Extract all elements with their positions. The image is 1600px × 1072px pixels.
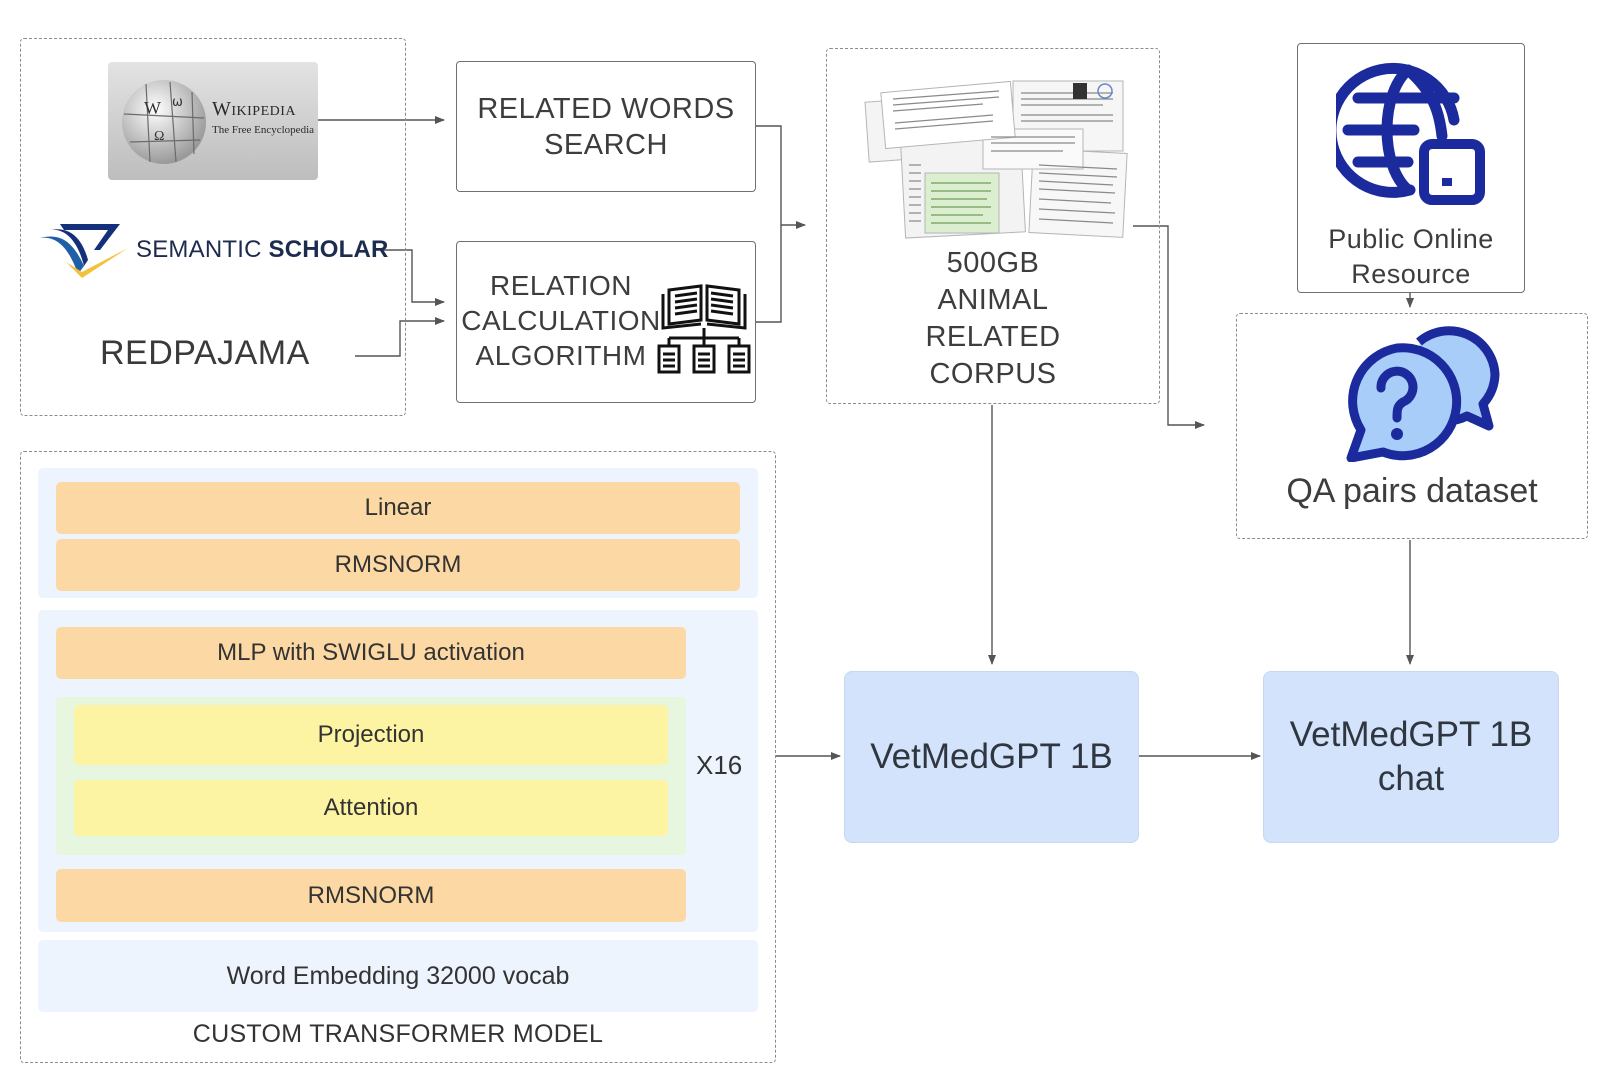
public-online-resource-label: Public Online Resource xyxy=(1328,224,1494,289)
arrow-redpajama-to-relation xyxy=(355,317,445,357)
wikipedia-wordmark: Wikipedia xyxy=(212,98,297,120)
semantic-scholar-logo: SEMANTIC SCHOLAR xyxy=(38,220,388,286)
relation-calculation-box: RELATION CALCULATION ALGORITHM xyxy=(456,241,756,403)
globe-box-icon xyxy=(1336,62,1485,205)
rmsnorm-head-layer: RMSNORM xyxy=(56,539,740,591)
papers-collage-image xyxy=(864,80,1128,239)
rmsnorm-block-layer: RMSNORM xyxy=(56,869,686,922)
public-online-resource-box: Public Online Resource xyxy=(1297,43,1525,293)
scholar-word: SCHOLAR xyxy=(268,236,389,263)
semantic-scholar-icon xyxy=(40,224,128,278)
projection-layer: Projection xyxy=(74,705,668,765)
vetmedgpt-base-card: VetMedGPT 1B xyxy=(844,671,1139,843)
vetmedgpt-chat-label: VetMedGPT 1B chat xyxy=(1289,715,1533,798)
vetmedgpt-base-label: VetMedGPT 1B xyxy=(870,737,1113,776)
related-words-label: RELATED WORDS SEARCH xyxy=(477,92,735,161)
arrow-related-to-corpus xyxy=(756,125,806,229)
sources-group xyxy=(20,38,406,416)
word-embedding-panel: Word Embedding 32000 vocab xyxy=(38,940,758,1012)
arrow-semantic-to-relation xyxy=(382,249,445,306)
repeat-label: X16 xyxy=(696,750,743,780)
arrow-relation-to-corpus xyxy=(756,225,782,323)
relation-calculation-label: RELATION CALCULATION ALGORITHM xyxy=(461,270,661,371)
question-chat-bubbles-icon xyxy=(1346,326,1500,462)
book-hierarchy-icon xyxy=(657,284,751,374)
wikipedia-logo: W ω Ω Wikipedia The Free Encyclopedia xyxy=(108,62,318,180)
qa-dataset-box: QA pairs dataset xyxy=(1236,313,1588,539)
qa-dataset-label: QA pairs dataset xyxy=(1286,472,1538,510)
corpus-label: 500GB ANIMAL RELATED CORPUS xyxy=(925,247,1061,390)
attention-layer: Attention xyxy=(74,780,668,836)
redpajama-label: REDPAJAMA xyxy=(100,334,310,372)
semantic-word: SEMANTIC xyxy=(136,236,262,263)
related-words-box: RELATED WORDS SEARCH xyxy=(456,61,756,192)
arrow-corpus-to-qa xyxy=(1133,225,1205,429)
model-caption: CUSTOM TRANSFORMER MODEL xyxy=(192,1020,604,1048)
wikipedia-globe-icon: W ω Ω xyxy=(122,80,206,164)
wikipedia-tagline: The Free Encyclopedia xyxy=(212,124,315,136)
svg-text:Ω: Ω xyxy=(154,129,164,144)
corpus-box: 500GB ANIMAL RELATED CORPUS xyxy=(826,48,1160,404)
vetmedgpt-chat-card: VetMedGPT 1B chat xyxy=(1263,671,1559,843)
mlp-swiglu-layer: MLP with SWIGLU activation xyxy=(56,627,686,679)
linear-layer: Linear xyxy=(56,482,740,534)
svg-text:W: W xyxy=(144,98,161,118)
transformer-model-group xyxy=(20,451,776,1063)
svg-text:ω: ω xyxy=(172,95,183,110)
word-embedding-label: Word Embedding 32000 vocab xyxy=(226,961,570,990)
